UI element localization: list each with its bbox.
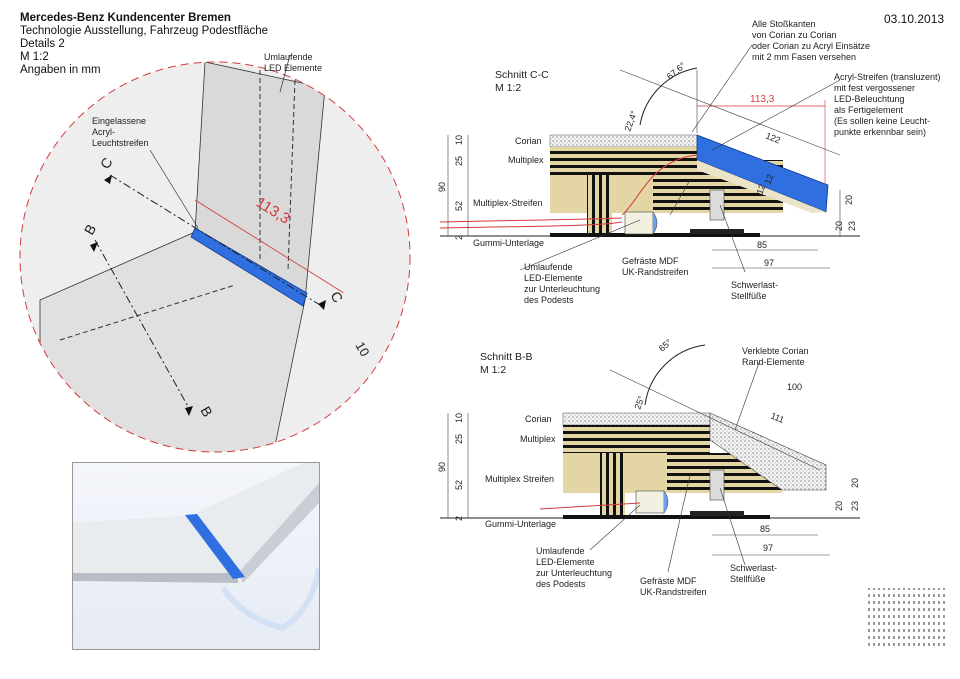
dim-12b: 12 [754,183,767,196]
drawing-units: Angaben in mm [20,64,101,76]
cc-note-acryl: Acryl-Streifen (transluzent) mit fest ve… [834,72,941,137]
dim-100: 100 [787,382,802,392]
detail-dim-small: 10 [352,339,372,359]
cc-note-edges: Alle Stoßkanten von Corian zu Corian ode… [752,19,871,62]
section-bb-scale: M 1:2 [480,364,506,376]
dim-20b: 20 [834,221,844,231]
bb-note-mdf: Gefräste MDF UK-Randstreifen [640,576,707,597]
drawing-details: Details 2 [20,38,65,50]
corian-layer [549,134,698,148]
title-block: Mercedes-Benz Kundencenter Bremen Techno… [20,12,268,77]
dim-52: 52 [454,480,464,490]
dim-12a: 12 [762,173,775,186]
bb-note-led: Umlaufende LED-Elemente zur Unterleuchtu… [536,546,613,589]
render-preview [72,462,320,650]
detail-view: 113,3 10 C C B B [19,54,411,453]
dim-23: 23 [847,221,857,231]
label-gummi: Gummi-Unterlage [485,519,556,529]
section-cc: Schnitt C-C M 1:2 Corian Multiplex Multi… [437,44,860,273]
label-corian: Corian [525,414,552,424]
dim-90: 90 [437,182,447,192]
drawing-scale: M 1:2 [20,51,49,63]
label-multiplex: Multiplex [520,434,556,444]
dim-52: 52 [454,201,464,211]
cc-note-mdf: Gefräste MDF UK-Randstreifen [622,256,689,277]
section-bb-title: Schnitt B-B [480,351,533,363]
dim-111: 111 [769,411,785,425]
dim-23: 23 [850,501,860,511]
dim-90: 90 [437,462,447,472]
dim-10: 10 [454,413,464,423]
stamp-graphic [868,588,948,650]
dim-25: 25 [454,434,464,444]
acryl-strip [190,227,308,307]
drawing-date: 03.10.2013 [884,12,945,26]
dim-85: 85 [757,240,767,250]
dim-20a: 20 [844,195,854,205]
angle-outer: 65° [657,337,674,354]
angle-outer: 67,6° [665,60,688,81]
bb-note-corian: Verklebte Corian Rand-Elemente [742,346,809,367]
cc-note-feet: Schwerlast- Stellfüße [731,280,779,301]
dim-97: 97 [763,543,773,553]
dim-25: 25 [454,156,464,166]
label-multiplex: Multiplex [508,155,544,165]
drawing-title: Mercedes-Benz Kundencenter Bremen [20,12,231,24]
dim-2: 2 [454,516,464,521]
led-strip-render [185,514,245,579]
dim-red-113: 113,3 [750,94,775,105]
dim-85: 85 [760,524,770,534]
dim-20a: 20 [850,478,860,488]
detail-circle [19,61,411,453]
label-corian: Corian [515,136,542,146]
label-multiplex-streifen: Multiplex-Streifen [473,198,543,208]
cc-note-led: Umlaufende LED-Elemente zur Unterleuchtu… [524,262,601,305]
dim-122: 122 [764,131,782,146]
label-gummi: Gummi-Unterlage [473,238,544,248]
label-multiplex-streifen: Multiplex Streifen [485,474,554,484]
section-cc-title: Schnitt C-C [495,69,549,81]
dim-97: 97 [764,258,774,268]
angle-inner: 25° [632,394,646,411]
detail-label-led: Umlaufende LED Elemente [264,52,323,73]
dim-2: 2 [454,235,464,240]
section-cc-scale: M 1:2 [495,82,521,94]
section-bb: Schnitt B-B M 1:2 Corian Multiplex Multi… [437,337,860,573]
drawing-subtitle: Technologie Ausstellung, Fahrzeug Podest… [20,25,269,37]
dim-20b: 20 [834,501,844,511]
detail-label-acryl: Eingelassene Acryl- Leuchtstreifen [92,116,149,148]
dim-10: 10 [454,135,464,145]
bb-note-feet: Schwerlast- Stellfüße [730,563,778,584]
angle-inner: 22,4° [622,109,639,133]
